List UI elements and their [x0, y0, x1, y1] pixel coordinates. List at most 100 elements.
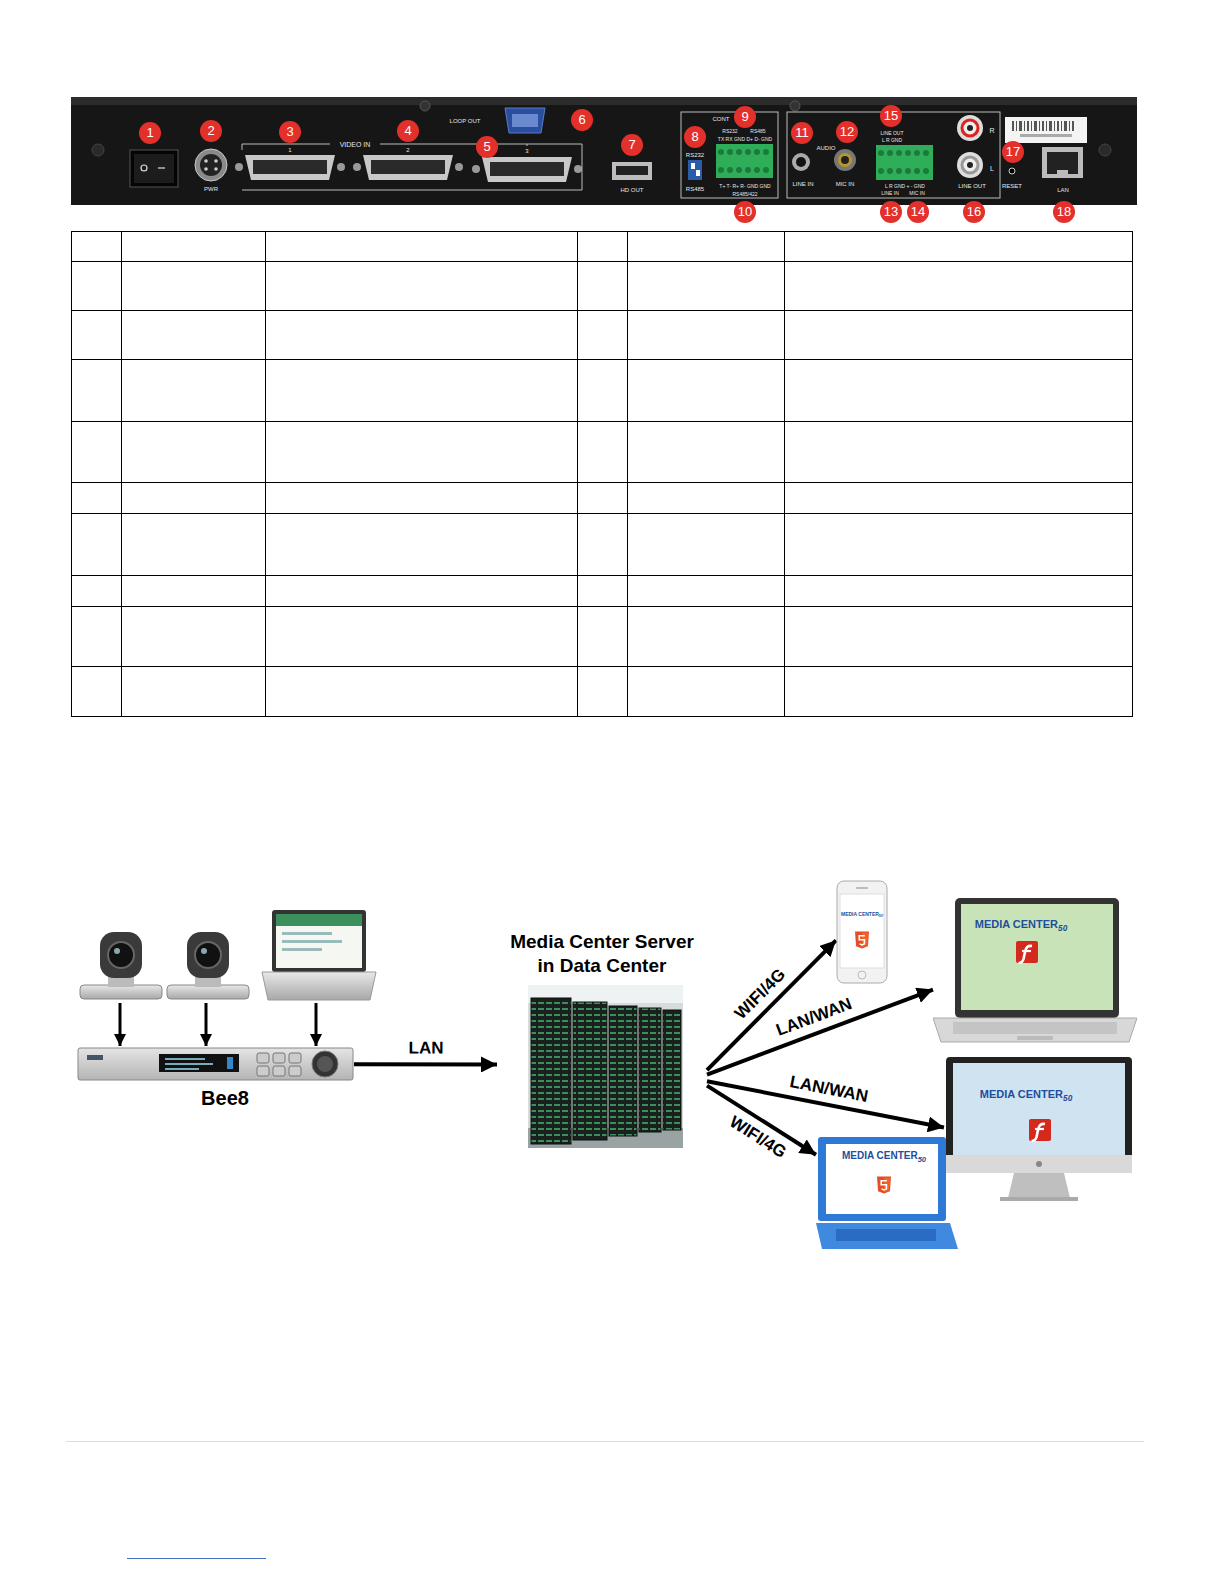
network-arrow [354, 1062, 497, 1066]
imac-art [953, 1063, 1125, 1155]
server-box: Media Center Server in Data Center [497, 928, 707, 1150]
screen-title: MEDIA CENTER50 [841, 912, 883, 919]
rear-panel [253, 160, 327, 174]
panel-label: RS485/422 [732, 192, 757, 197]
panel-label: L [990, 165, 994, 172]
rear-panel [1024, 121, 1025, 131]
bee8-art [165, 1063, 213, 1065]
spec-table [72, 232, 1133, 717]
panel-label: L R GND + - GND [885, 184, 925, 189]
input-arrow [205, 1003, 208, 1046]
phone-art [836, 880, 888, 984]
surface-art [881, 1181, 887, 1190]
rear-panel [1020, 134, 1072, 137]
spec-table [71, 666, 1132, 667]
spec-table [577, 231, 578, 716]
laptop-art [1022, 950, 1031, 952]
panel-label: RS232 [722, 129, 737, 134]
laptop-art [933, 1018, 1137, 1042]
laptop-art [961, 904, 1113, 1010]
edge-label: LAN/WAN [788, 1073, 869, 1105]
panel-label: LINE IN [881, 191, 899, 196]
rear-panel [967, 162, 973, 168]
phone-art [837, 881, 887, 983]
callout-number: 14 [907, 201, 929, 223]
surface-art [826, 1144, 938, 1214]
panel-label: RS485 [686, 186, 704, 192]
camera [167, 932, 249, 999]
rear-panel [92, 144, 104, 156]
laptop-art [933, 892, 1137, 1052]
rear-panel [887, 150, 893, 156]
edge-label: WIFI/4G [727, 1113, 790, 1161]
rear-panel [134, 154, 174, 183]
input-laptop [272, 910, 366, 972]
rear-panel [745, 167, 751, 173]
input-laptop [262, 972, 376, 1000]
input-laptop [262, 910, 376, 1000]
laptop-art [1017, 1036, 1053, 1040]
rear-panel [1049, 121, 1052, 131]
callout-number: 4 [397, 120, 419, 142]
rear-panel [923, 150, 929, 156]
panel-label: RS232 [686, 152, 704, 158]
bee8-art [289, 1066, 301, 1076]
rear-panel [214, 159, 218, 163]
camera [100, 932, 142, 978]
app-name: MEDIA CENTER [841, 911, 879, 917]
panel-label: AUDIO [816, 145, 835, 151]
panel-label: CONT [713, 116, 730, 122]
rear-panel [681, 112, 778, 198]
rear-panel [727, 149, 733, 155]
surface-art [816, 1223, 958, 1249]
panel-label: L R GND [882, 138, 902, 143]
rear-panel [736, 167, 742, 173]
input-arrow [119, 1003, 122, 1046]
laptop-art [1016, 941, 1038, 963]
rear-panel [745, 149, 751, 155]
bee8-art [227, 1057, 233, 1069]
bee8-art [289, 1053, 301, 1063]
surface-art [877, 1177, 891, 1194]
app-name: MEDIA CENTER [980, 1088, 1063, 1100]
rear-panel [696, 170, 700, 176]
rear-panel [914, 150, 920, 156]
server-art [573, 1002, 607, 1140]
rear-panel [792, 153, 810, 171]
client-device: MEDIA CENTER50 [836, 880, 888, 984]
rear-panel [878, 150, 884, 156]
client-device: MEDIA CENTER50 [944, 1055, 1134, 1203]
app-version: 50 [1063, 1094, 1072, 1103]
rear-panel [957, 152, 983, 178]
rear-panel [796, 157, 806, 167]
rear-panel [962, 157, 978, 173]
rear-panel [1046, 121, 1047, 131]
spec-table [71, 482, 1132, 483]
rear-panel [1039, 121, 1040, 131]
rear-panel [204, 167, 208, 171]
rear-panel [574, 165, 582, 173]
app-name: MEDIA CENTER [975, 918, 1058, 930]
rear-panel [878, 150, 929, 174]
panel-label: MIC IN [909, 191, 925, 196]
callout-number: 12 [836, 121, 858, 143]
client-device: MEDIA CENTER50 [933, 892, 1137, 1052]
rear-panel [353, 163, 361, 171]
imac-art [1035, 1128, 1044, 1130]
rear-panel [71, 97, 1137, 105]
callout-number: 17 [1002, 141, 1024, 163]
rear-panel [923, 168, 929, 174]
server-art [531, 998, 571, 1144]
rear-panel [1012, 121, 1074, 137]
screen-title: MEDIA CENTER50 [980, 1089, 1073, 1103]
bee8-art [273, 1066, 285, 1076]
rear-panel [790, 101, 800, 111]
input-arrow [120, 1003, 316, 1046]
rear-panel [834, 149, 856, 171]
imac-art [946, 1155, 1132, 1173]
spec-table [265, 231, 266, 716]
imac-art [1036, 1161, 1042, 1167]
rear-panel [716, 144, 773, 178]
spec-table [71, 606, 1132, 607]
callout-number: 13 [880, 201, 902, 223]
